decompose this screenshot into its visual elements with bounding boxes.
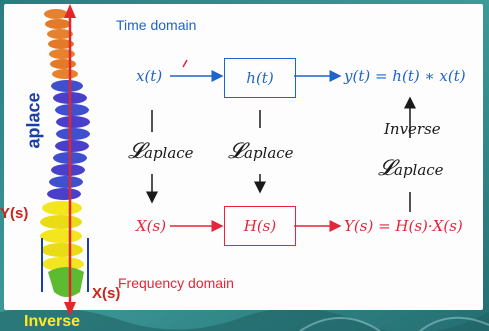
sacrum	[48, 267, 84, 297]
lumbar-vertebrae	[40, 201, 84, 271]
input-signal-xt: x(t)	[136, 67, 163, 85]
laplace-script-l-left: 𝓛	[128, 139, 144, 164]
inverse-label: Inverse	[384, 120, 441, 138]
laplace-label-left: 𝓛aplace	[128, 139, 194, 164]
laplace-script-l-middle: 𝓛	[228, 139, 244, 164]
system-label-hs: H(s)	[243, 217, 277, 235]
frequency-domain-title: Frequency domain	[118, 275, 234, 291]
side-ys-label: Y(s)	[0, 205, 29, 222]
input-transform-xs: X(s)	[136, 217, 167, 235]
laplace-label-middle: 𝓛aplace	[228, 139, 294, 164]
output-signal-yt: y(t) = h(t) ∗ x(t)	[344, 67, 466, 85]
laplace-script-l-right: 𝓛	[378, 156, 394, 181]
side-xs-label: X(s)	[92, 285, 121, 302]
thoracic-vertebrae	[47, 80, 90, 200]
spine-red-arrow	[64, 4, 76, 316]
bottom-inverse-label: Inverse	[24, 313, 81, 330]
system-box-ht: h(t)	[224, 58, 296, 98]
system-box-hs: H(s)	[224, 206, 296, 246]
system-label-ht: h(t)	[246, 69, 274, 87]
time-domain-title: Time domain	[116, 17, 197, 33]
laplace-label-right: 𝓛aplace	[378, 156, 444, 181]
output-transform-ys: Y(s) = H(s)·X(s)	[344, 217, 463, 235]
